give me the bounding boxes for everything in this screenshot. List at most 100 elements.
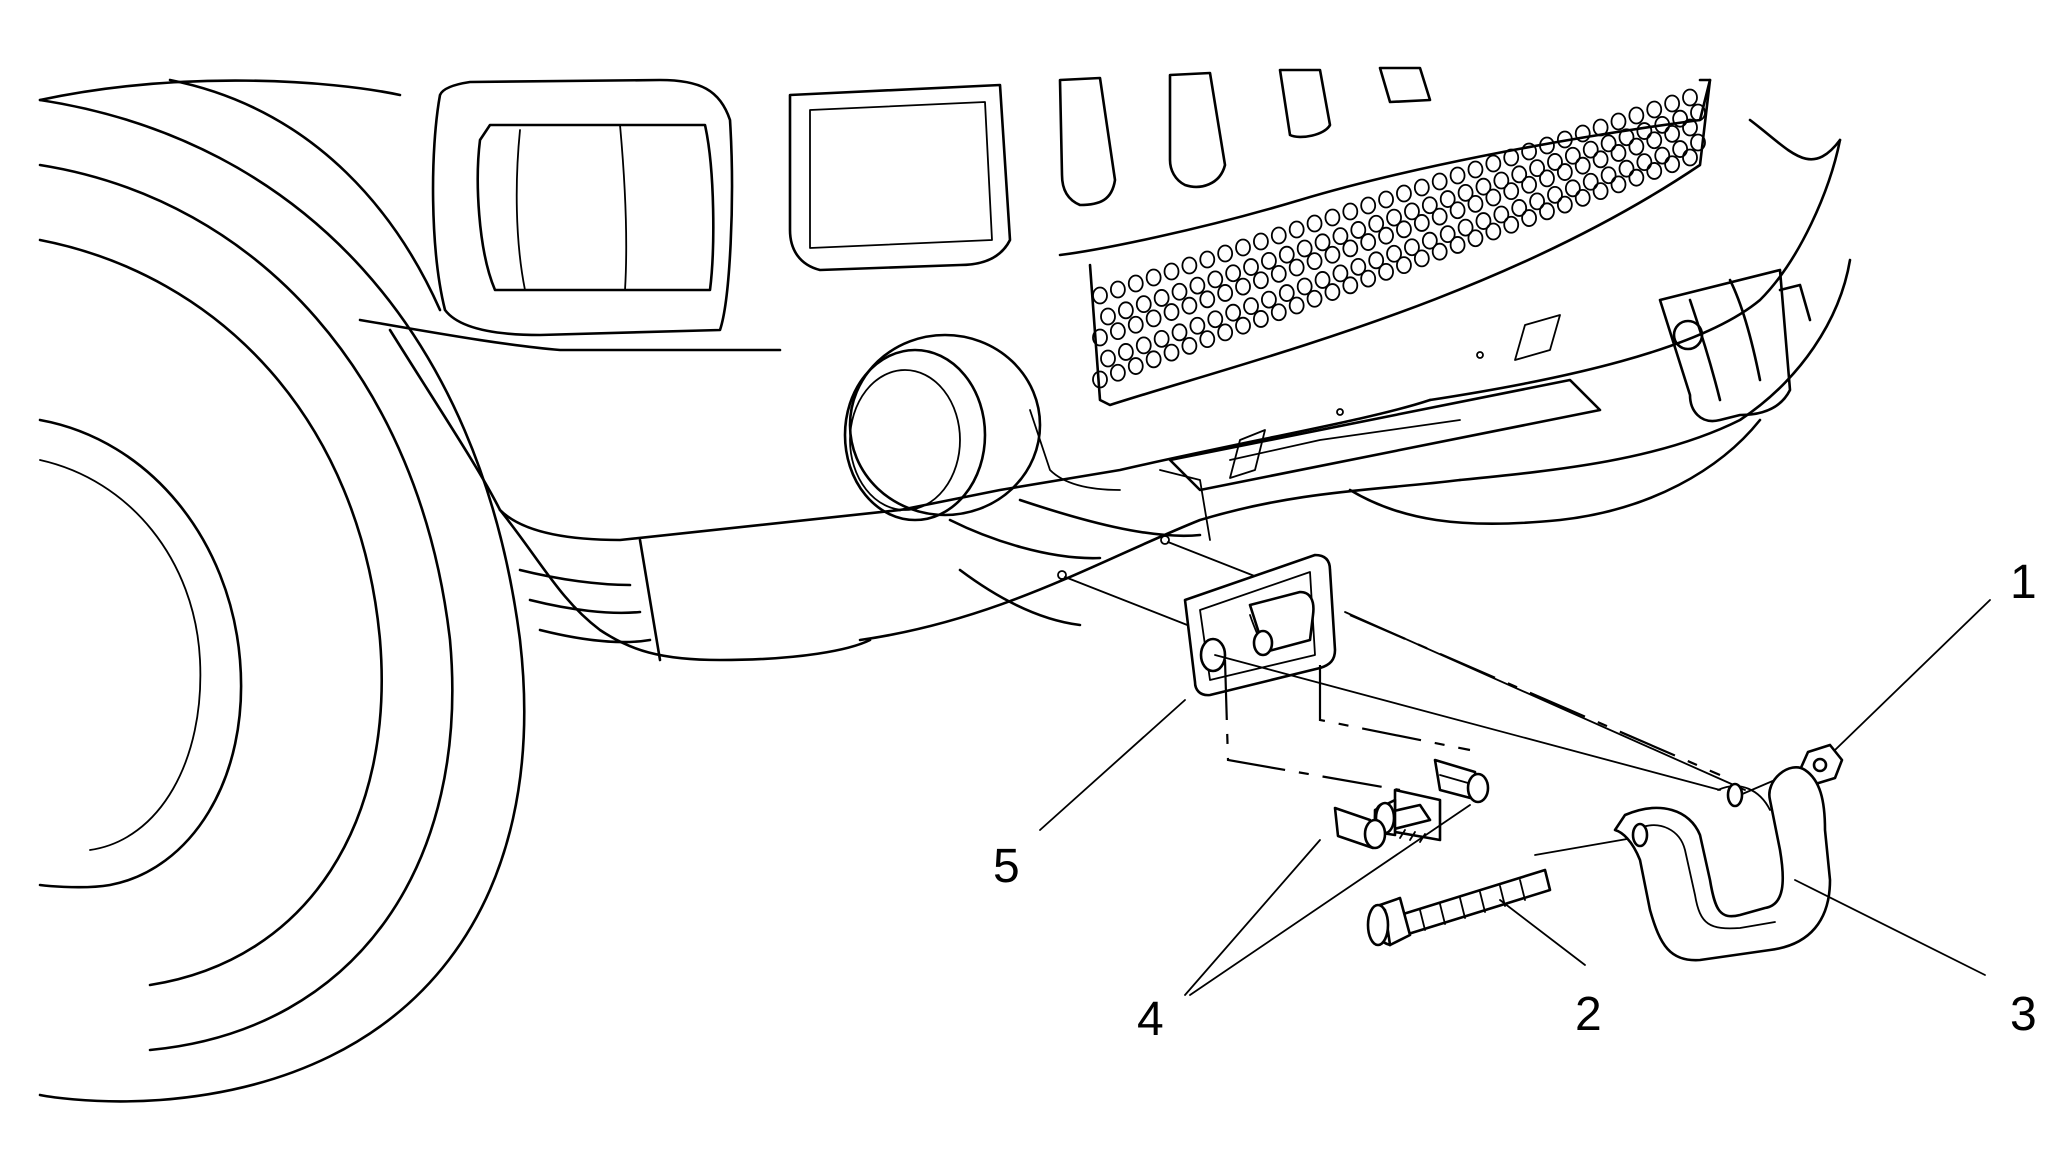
mesh-cell — [1199, 330, 1216, 349]
mesh-cell — [1235, 316, 1251, 335]
mesh-cell — [1288, 296, 1305, 315]
mesh-cell — [1664, 94, 1681, 113]
small-bolt — [1433, 758, 1490, 804]
mesh-cell — [1163, 343, 1180, 362]
mesh-cell — [1153, 289, 1170, 307]
mesh-cell — [1547, 153, 1563, 171]
mesh-cell — [1378, 190, 1394, 209]
mesh-cell — [1324, 245, 1341, 264]
mesh-cell — [1199, 290, 1216, 309]
mesh-cell — [1181, 336, 1198, 355]
mesh-cell — [1467, 160, 1484, 179]
mesh-cell — [1332, 227, 1349, 246]
callout-leaders — [1039, 599, 1991, 996]
mesh-cell — [1253, 271, 1269, 290]
mesh-cell — [1235, 238, 1251, 257]
mesh-cell — [1181, 256, 1198, 275]
callout-4: 4 — [1137, 993, 1164, 1046]
mesh-cell — [1610, 144, 1627, 162]
mesh-cell — [1396, 184, 1412, 203]
mesh-cell — [1636, 122, 1653, 140]
mesh-cell — [1574, 188, 1591, 207]
mesh-cell — [1682, 88, 1698, 107]
mesh-cell — [1664, 155, 1681, 174]
mesh-cell — [1109, 280, 1126, 299]
mesh-cell — [1217, 284, 1234, 302]
mesh-cell — [1547, 185, 1563, 204]
mesh-cell — [1592, 150, 1609, 169]
mesh-cell — [1199, 250, 1216, 269]
mesh-cell — [1378, 262, 1394, 281]
mesh-cell — [1475, 177, 1492, 196]
mesh-cell — [1628, 137, 1645, 156]
mesh-cell — [1360, 196, 1377, 215]
mesh-cell — [1582, 172, 1599, 191]
mesh-cell — [1145, 350, 1162, 369]
mesh-cell — [1539, 169, 1555, 188]
callout-1: 1 — [2010, 556, 2037, 609]
mesh-cell — [1457, 218, 1474, 237]
mesh-cell — [1404, 238, 1420, 257]
mesh-cell — [1261, 251, 1277, 270]
mesh-cell — [1253, 232, 1269, 251]
mesh-cell — [1431, 242, 1448, 261]
callout-labels: 1 2 3 4 5 — [993, 556, 2037, 1046]
mesh-cell — [1217, 323, 1234, 342]
mesh-cell — [1449, 166, 1466, 185]
mesh-cell — [1261, 290, 1277, 309]
mesh-cell — [1431, 207, 1448, 226]
mesh-cell — [1421, 196, 1438, 215]
mesh-cell — [1511, 199, 1528, 217]
mesh-cell — [1521, 209, 1537, 227]
mesh-cell — [1324, 208, 1341, 227]
mesh-cell — [1682, 118, 1698, 137]
mesh-cell — [1092, 328, 1108, 347]
mesh-cell — [1243, 258, 1259, 276]
mesh-cell — [1306, 252, 1323, 271]
mesh-cell — [1117, 301, 1134, 320]
mesh-cell — [1503, 215, 1520, 234]
mesh-cell — [1592, 118, 1609, 137]
mesh-cell — [1690, 103, 1706, 122]
mesh-cell — [1592, 182, 1609, 201]
mesh-grille — [1092, 88, 1706, 389]
mesh-cell — [1556, 130, 1573, 149]
mesh-cell — [1574, 156, 1591, 175]
headlamp — [431, 78, 734, 337]
mesh-cell — [1564, 146, 1581, 165]
mesh-cell — [1682, 148, 1698, 167]
mesh-cell — [1485, 188, 1502, 207]
mesh-cell — [1270, 264, 1287, 283]
mesh-cell — [1342, 276, 1359, 295]
mesh-cell — [1646, 131, 1663, 150]
mesh-cell — [1127, 357, 1144, 375]
mesh-cell — [1350, 257, 1367, 276]
mesh-cell — [1100, 307, 1116, 326]
mesh-cell — [1439, 190, 1456, 208]
mesh-cell — [1270, 226, 1287, 245]
mesh-cell — [1342, 202, 1359, 221]
mesh-cell — [1296, 277, 1313, 296]
mesh-cell — [1135, 295, 1152, 314]
mesh-cell — [1396, 220, 1412, 239]
mesh-cell — [1225, 303, 1242, 322]
mesh-cell — [1493, 205, 1510, 224]
mesh-cell — [1485, 222, 1502, 241]
mesh-cell — [1368, 251, 1385, 270]
mesh-cell — [1127, 315, 1144, 334]
long-bolt — [1366, 868, 1552, 947]
mesh-cell — [1646, 100, 1663, 119]
mounting-bracket — [1183, 553, 1337, 697]
mesh-cell — [1521, 142, 1537, 161]
mesh-cell — [1556, 163, 1573, 181]
mesh-cell — [1189, 316, 1206, 335]
mesh-cell — [1539, 202, 1555, 221]
mesh-cell — [1253, 310, 1269, 328]
mesh-cell — [1207, 270, 1224, 289]
mesh-cell — [1181, 296, 1198, 315]
mesh-cell — [1475, 212, 1492, 230]
mesh-cell — [1171, 323, 1188, 342]
mesh-cell — [1342, 239, 1359, 258]
mesh-cell — [1503, 148, 1520, 167]
